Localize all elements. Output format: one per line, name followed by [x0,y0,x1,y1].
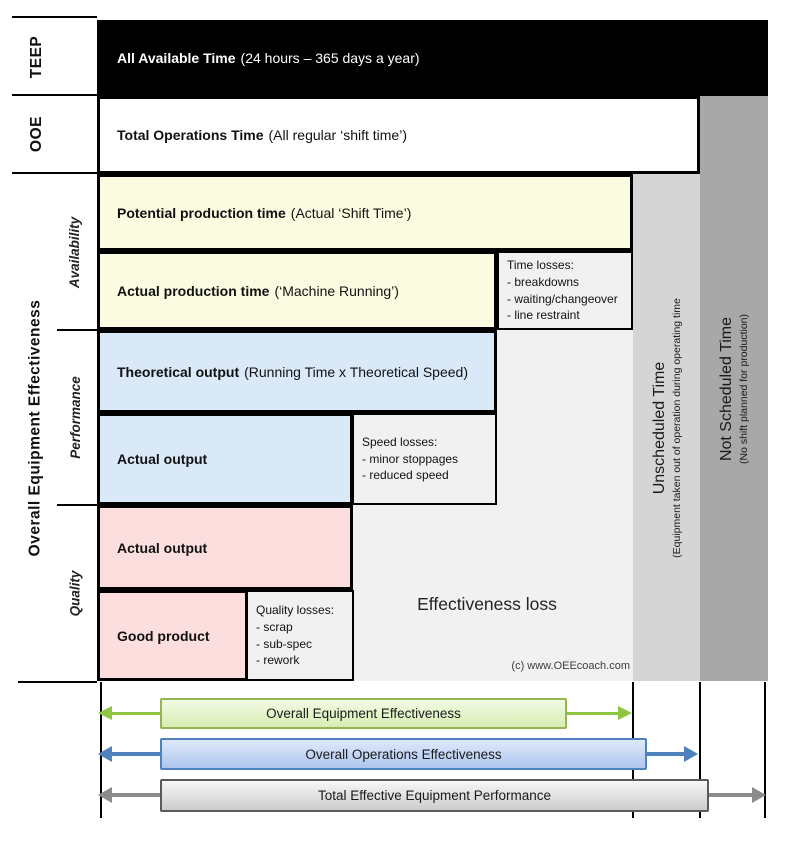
quality-losses-item: - rework [256,653,300,668]
bar-total-operations-time: Total Operations Time (All regular ‘shif… [97,96,700,174]
unscheduled-time-title: Unscheduled Time [650,361,668,494]
bar-actual-output-quality-name: Actual output [117,539,208,556]
time-losses-item: - breakdowns [507,274,580,289]
availability-axis: Availability [52,174,98,330]
bar-potential-production-time-name: Potential production time [117,204,286,221]
quality-losses-box: Quality losses: - scrap - sub-spec - rew… [246,590,354,681]
performance-axis-label: Performance [67,376,83,459]
oee-arrow-left-head [98,706,112,720]
bar-good-product: Good product [97,590,248,681]
bar-potential-production-time-detail: (Actual ‘Shift Time’) [290,204,412,221]
guide-line-ooe [699,682,701,818]
time-losses-item: - waiting/changeover [507,291,618,306]
ooe-axis: OOE [8,96,66,172]
not-scheduled-time-text: Not Scheduled Time (No shift planned for… [718,314,750,464]
teep-arrow-right-head [752,787,766,803]
speed-losses-item: - minor stoppages [362,451,459,466]
guide-line-teep [764,682,766,818]
bar-actual-output-quality: Actual output [97,505,353,590]
copyright-label: (c) www.OEEcoach.com [511,660,630,672]
bar-good-product-name: Good product [117,627,210,644]
performance-axis: Performance [52,330,98,505]
bar-theoretical-output: Theoretical output (Running Time x Theor… [97,330,497,413]
bar-actual-output-performance-name: Actual output [117,451,208,467]
teep-axis: TEEP [8,20,66,94]
axis-line-bottom [18,681,97,683]
time-losses-box: Time losses: - breakdowns - waiting/chan… [497,251,633,330]
unscheduled-time-subtitle: (Equipment taken out of operation during… [670,297,683,558]
teep-axis-label: TEEP [27,35,45,79]
bar-actual-output-performance: Actual output [97,413,353,505]
not-scheduled-time-title: Not Scheduled Time [718,316,735,461]
bar-actual-production-time-detail: (‘Machine Running’) [274,282,399,299]
oee-arrow-right-head [618,706,632,720]
bar-all-available-time-name: All Available Time [117,50,236,66]
axis-line-teep-ooe [12,94,97,96]
oee-axis-label: Overall Equipment Effectiveness [26,299,44,556]
quality-losses-item: - scrap [256,619,293,634]
axis-line-availability-performance [57,329,97,331]
availability-axis-label: Availability [67,216,83,288]
axis-line-performance-quality [57,504,97,506]
bar-theoretical-output-name: Theoretical output [117,363,240,380]
time-losses-item: - line restraint [507,308,580,323]
speed-losses-title: Speed losses: [362,435,438,450]
teep-arrow-box: Total Effective Equipment Performance [160,779,709,812]
ooe-arrow-right-head [684,746,698,762]
axis-line-top [12,16,97,18]
bar-total-operations-time-detail: (All regular ‘shift time’) [268,127,407,143]
speed-losses-item: - reduced speed [362,468,449,483]
ooe-arrow-left-head [98,746,112,762]
effectiveness-loss-label: Effectiveness loss [417,594,557,614]
teep-arrow-label: Total Effective Equipment Performance [317,788,552,803]
bar-all-available-time-detail: (24 hours – 365 days a year) [240,50,420,66]
quality-axis-label: Quality [67,570,83,616]
time-losses-title: Time losses: [507,258,574,273]
unscheduled-time-text: Unscheduled Time (Equipment taken out of… [651,298,683,558]
bar-all-available-time: All Available Time (24 hours – 365 days … [97,20,768,96]
bar-actual-production-time: Actual production time (‘Machine Running… [97,251,497,330]
oee-arrow-label: Overall Equipment Effectiveness [266,706,461,721]
quality-losses-item: - sub-spec [256,636,313,651]
ooe-axis-label: OOE [27,116,45,152]
quality-losses-title: Quality losses: [256,603,335,618]
unscheduled-time-column: Unscheduled Time (Equipment taken out of… [633,174,700,681]
not-scheduled-time-subtitle: (No shift planned for production) [738,313,750,464]
ooe-arrow-label: Overall Operations Effectiveness [305,746,502,762]
oee-arrow-box: Overall Equipment Effectiveness [160,698,567,729]
bar-total-operations-time-name: Total Operations Time [117,127,264,143]
speed-losses-box: Speed losses: - minor stoppages - reduce… [352,413,497,505]
not-scheduled-time-column: Not Scheduled Time (No shift planned for… [700,96,768,681]
ooe-arrow-box: Overall Operations Effectiveness [160,738,647,770]
teep-arrow-left-head [98,787,112,803]
quality-axis: Quality [52,505,98,681]
bar-potential-production-time: Potential production time (Actual ‘Shift… [97,174,633,251]
bar-actual-production-time-name: Actual production time [117,282,270,299]
bar-theoretical-output-detail: (Running Time x Theoretical Speed) [244,363,468,380]
axis-line-ooe-oee [12,172,97,174]
